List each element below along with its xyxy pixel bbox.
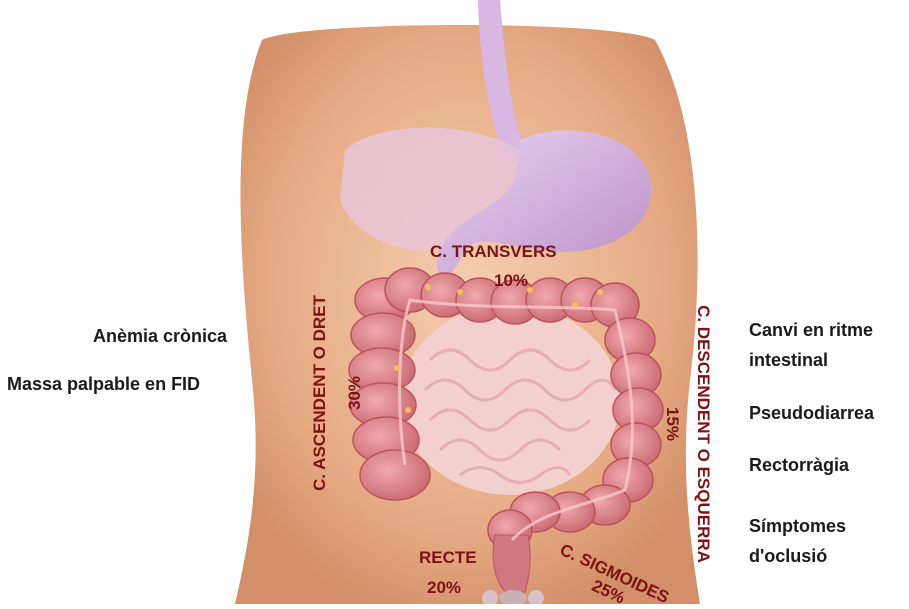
symptom-bowel-habit-1: Canvi en ritme <box>749 320 873 341</box>
label-ascending: C. ASCENDENT O DRET <box>310 273 330 513</box>
label-transverse: C. TRANSVERS <box>430 242 557 262</box>
small-intestine <box>400 305 620 495</box>
label-transverse-pct: 10% <box>494 271 528 291</box>
symptom-rectal-bleeding: Rectorràgia <box>749 455 849 476</box>
label-descending: C. DESCENDENT O ESQUERRA <box>693 279 713 589</box>
symptom-occlusion-1: Símptomes <box>749 516 846 537</box>
label-rectum: RECTE <box>419 548 477 568</box>
symptom-palpable-mass: Massa palpable en FID <box>7 374 200 395</box>
label-rectum-pct: 20% <box>427 578 461 598</box>
symptom-bowel-habit-2: intestinal <box>749 350 828 371</box>
label-descending-pct: 15% <box>662 394 682 454</box>
label-ascending-pct: 30% <box>345 363 365 423</box>
symptom-pseudodiarrhea: Pseudodiarrea <box>749 403 874 424</box>
symptom-anemia: Anèmia crònica <box>93 326 227 347</box>
symptom-occlusion-2: d'oclusió <box>749 546 827 567</box>
